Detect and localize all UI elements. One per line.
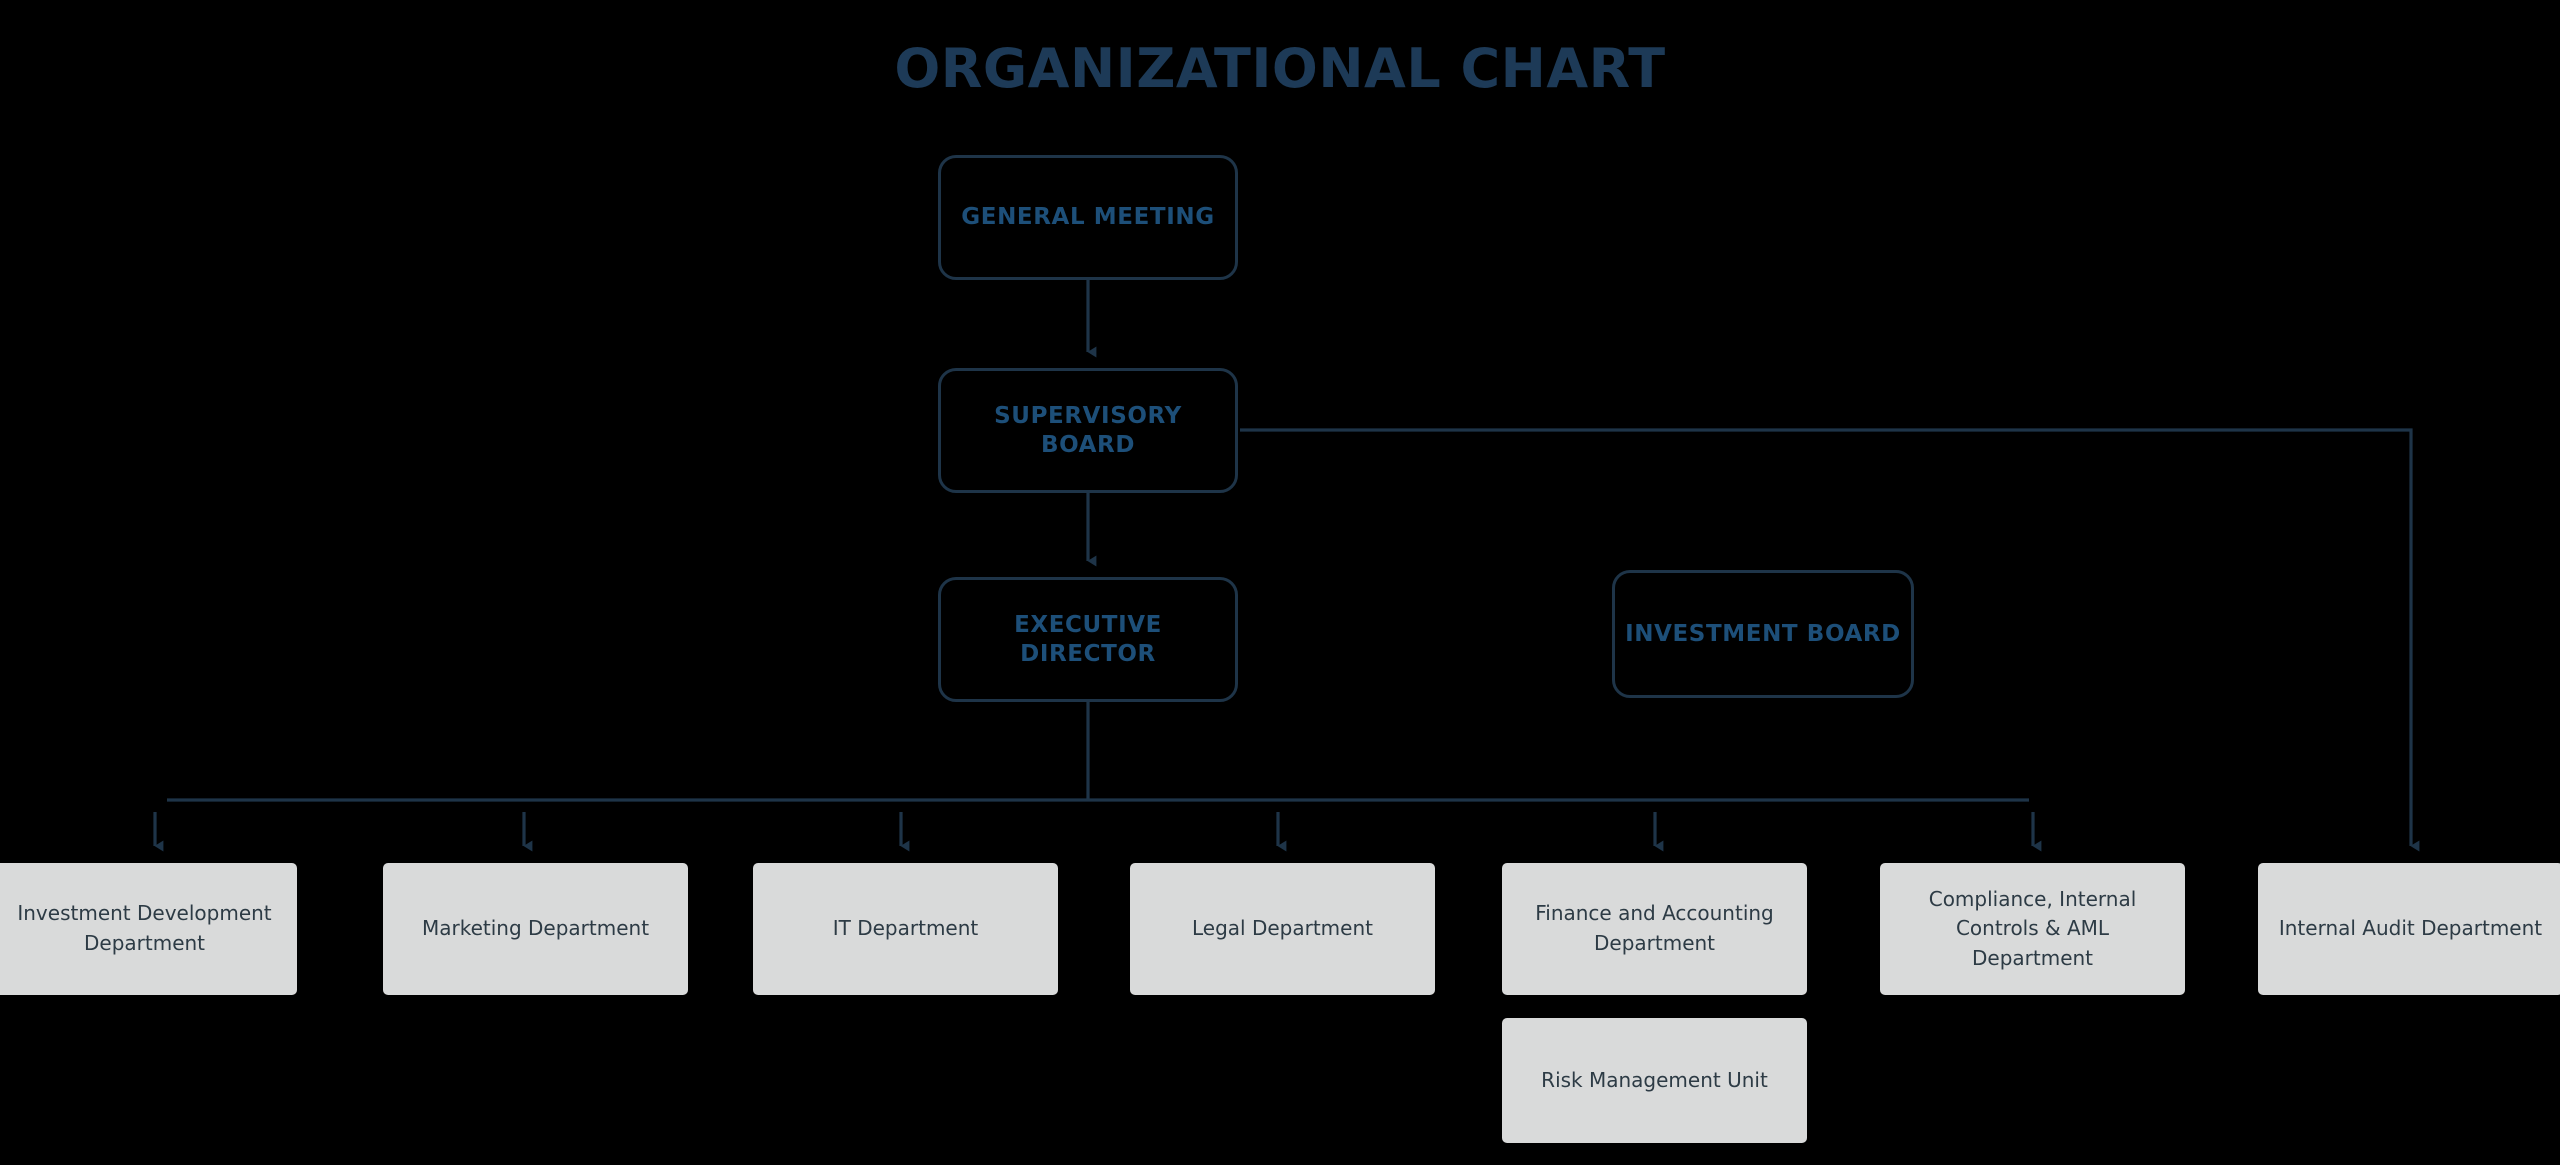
dept-box-finance-accounting[interactable]: Finance and Accounting Department [1502, 863, 1807, 995]
dept-label-investment-development: Investment Development Department [17, 901, 272, 955]
node-general-meeting[interactable]: GENERAL MEETING [938, 155, 1238, 280]
dept-box-compliance-aml[interactable]: Compliance, Internal Controls & AML Depa… [1880, 863, 2185, 995]
dept-box-marketing[interactable]: Marketing Department [383, 863, 688, 995]
dept-box-legal[interactable]: Legal Department [1130, 863, 1435, 995]
dept-label-it: IT Department [832, 916, 979, 941]
node-supervisory-board[interactable]: SUPERVISORY BOARD [938, 368, 1238, 493]
node-executive-director-label: EXECUTIVE DIRECTOR [1014, 611, 1162, 667]
dept-box-it[interactable]: IT Department [753, 863, 1058, 995]
dept-box-investment-development[interactable]: Investment Development Department [0, 863, 297, 995]
dept-label-internal-audit: Internal Audit Department [2278, 916, 2543, 941]
node-general-meeting-label: GENERAL MEETING [961, 204, 1215, 231]
node-supervisory-board-label: SUPERVISORY BOARD [994, 402, 1182, 458]
dept-label-compliance-aml: Compliance, Internal Controls & AML Depa… [1928, 886, 2137, 970]
dept-label-finance-accounting: Finance and Accounting Department [1535, 901, 1774, 955]
page-title: ORGANIZATIONAL CHART [894, 37, 1666, 100]
dept-label-marketing: Marketing Department [421, 916, 650, 941]
dept-label-legal: Legal Department [1192, 916, 1373, 941]
node-executive-director[interactable]: EXECUTIVE DIRECTOR [938, 577, 1238, 702]
dept-label-risk-management: Risk Management Unit [1541, 1067, 1768, 1092]
dept-box-risk-management[interactable]: Risk Management Unit [1502, 1018, 1807, 1143]
dept-box-internal-audit[interactable]: Internal Audit Department [2258, 863, 2560, 995]
node-investment-board-label: INVESTMENT BOARD [1625, 620, 1901, 647]
node-investment-board[interactable]: INVESTMENT BOARD [1612, 570, 1914, 698]
